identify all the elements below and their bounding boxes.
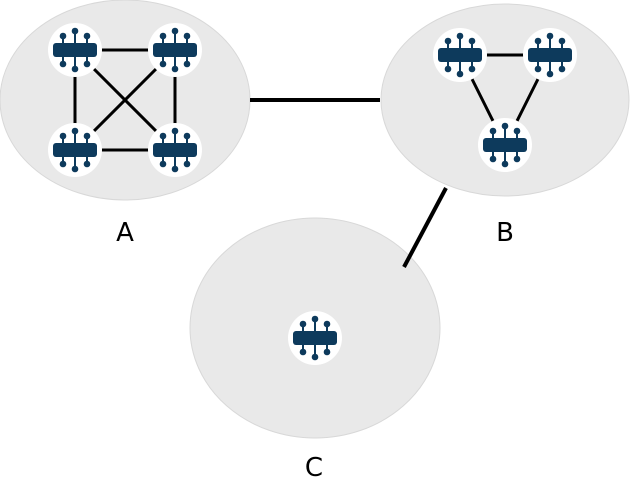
network-node-chip-icon (153, 127, 197, 173)
node-c-1[interactable] (288, 311, 342, 365)
node-b-2[interactable] (523, 28, 577, 82)
network-node-chip-icon (293, 315, 337, 361)
link-b-c (402, 187, 448, 268)
node-a-3[interactable] (48, 123, 102, 177)
network-node-chip-icon (53, 27, 97, 73)
cluster-label-a: A (116, 218, 134, 248)
network-node-chip-icon (438, 32, 482, 78)
network-node-chip-icon (153, 27, 197, 73)
network-node-chip-icon (528, 32, 572, 78)
network-node-chip-icon (483, 122, 527, 168)
cluster-label-b: B (496, 218, 514, 248)
node-a-4[interactable] (148, 123, 202, 177)
node-b-1[interactable] (433, 28, 487, 82)
network-node-chip-icon (53, 127, 97, 173)
node-a-2[interactable] (148, 23, 202, 77)
node-b-3[interactable] (478, 118, 532, 172)
node-a-1[interactable] (48, 23, 102, 77)
cluster-label-c: C (305, 453, 323, 483)
